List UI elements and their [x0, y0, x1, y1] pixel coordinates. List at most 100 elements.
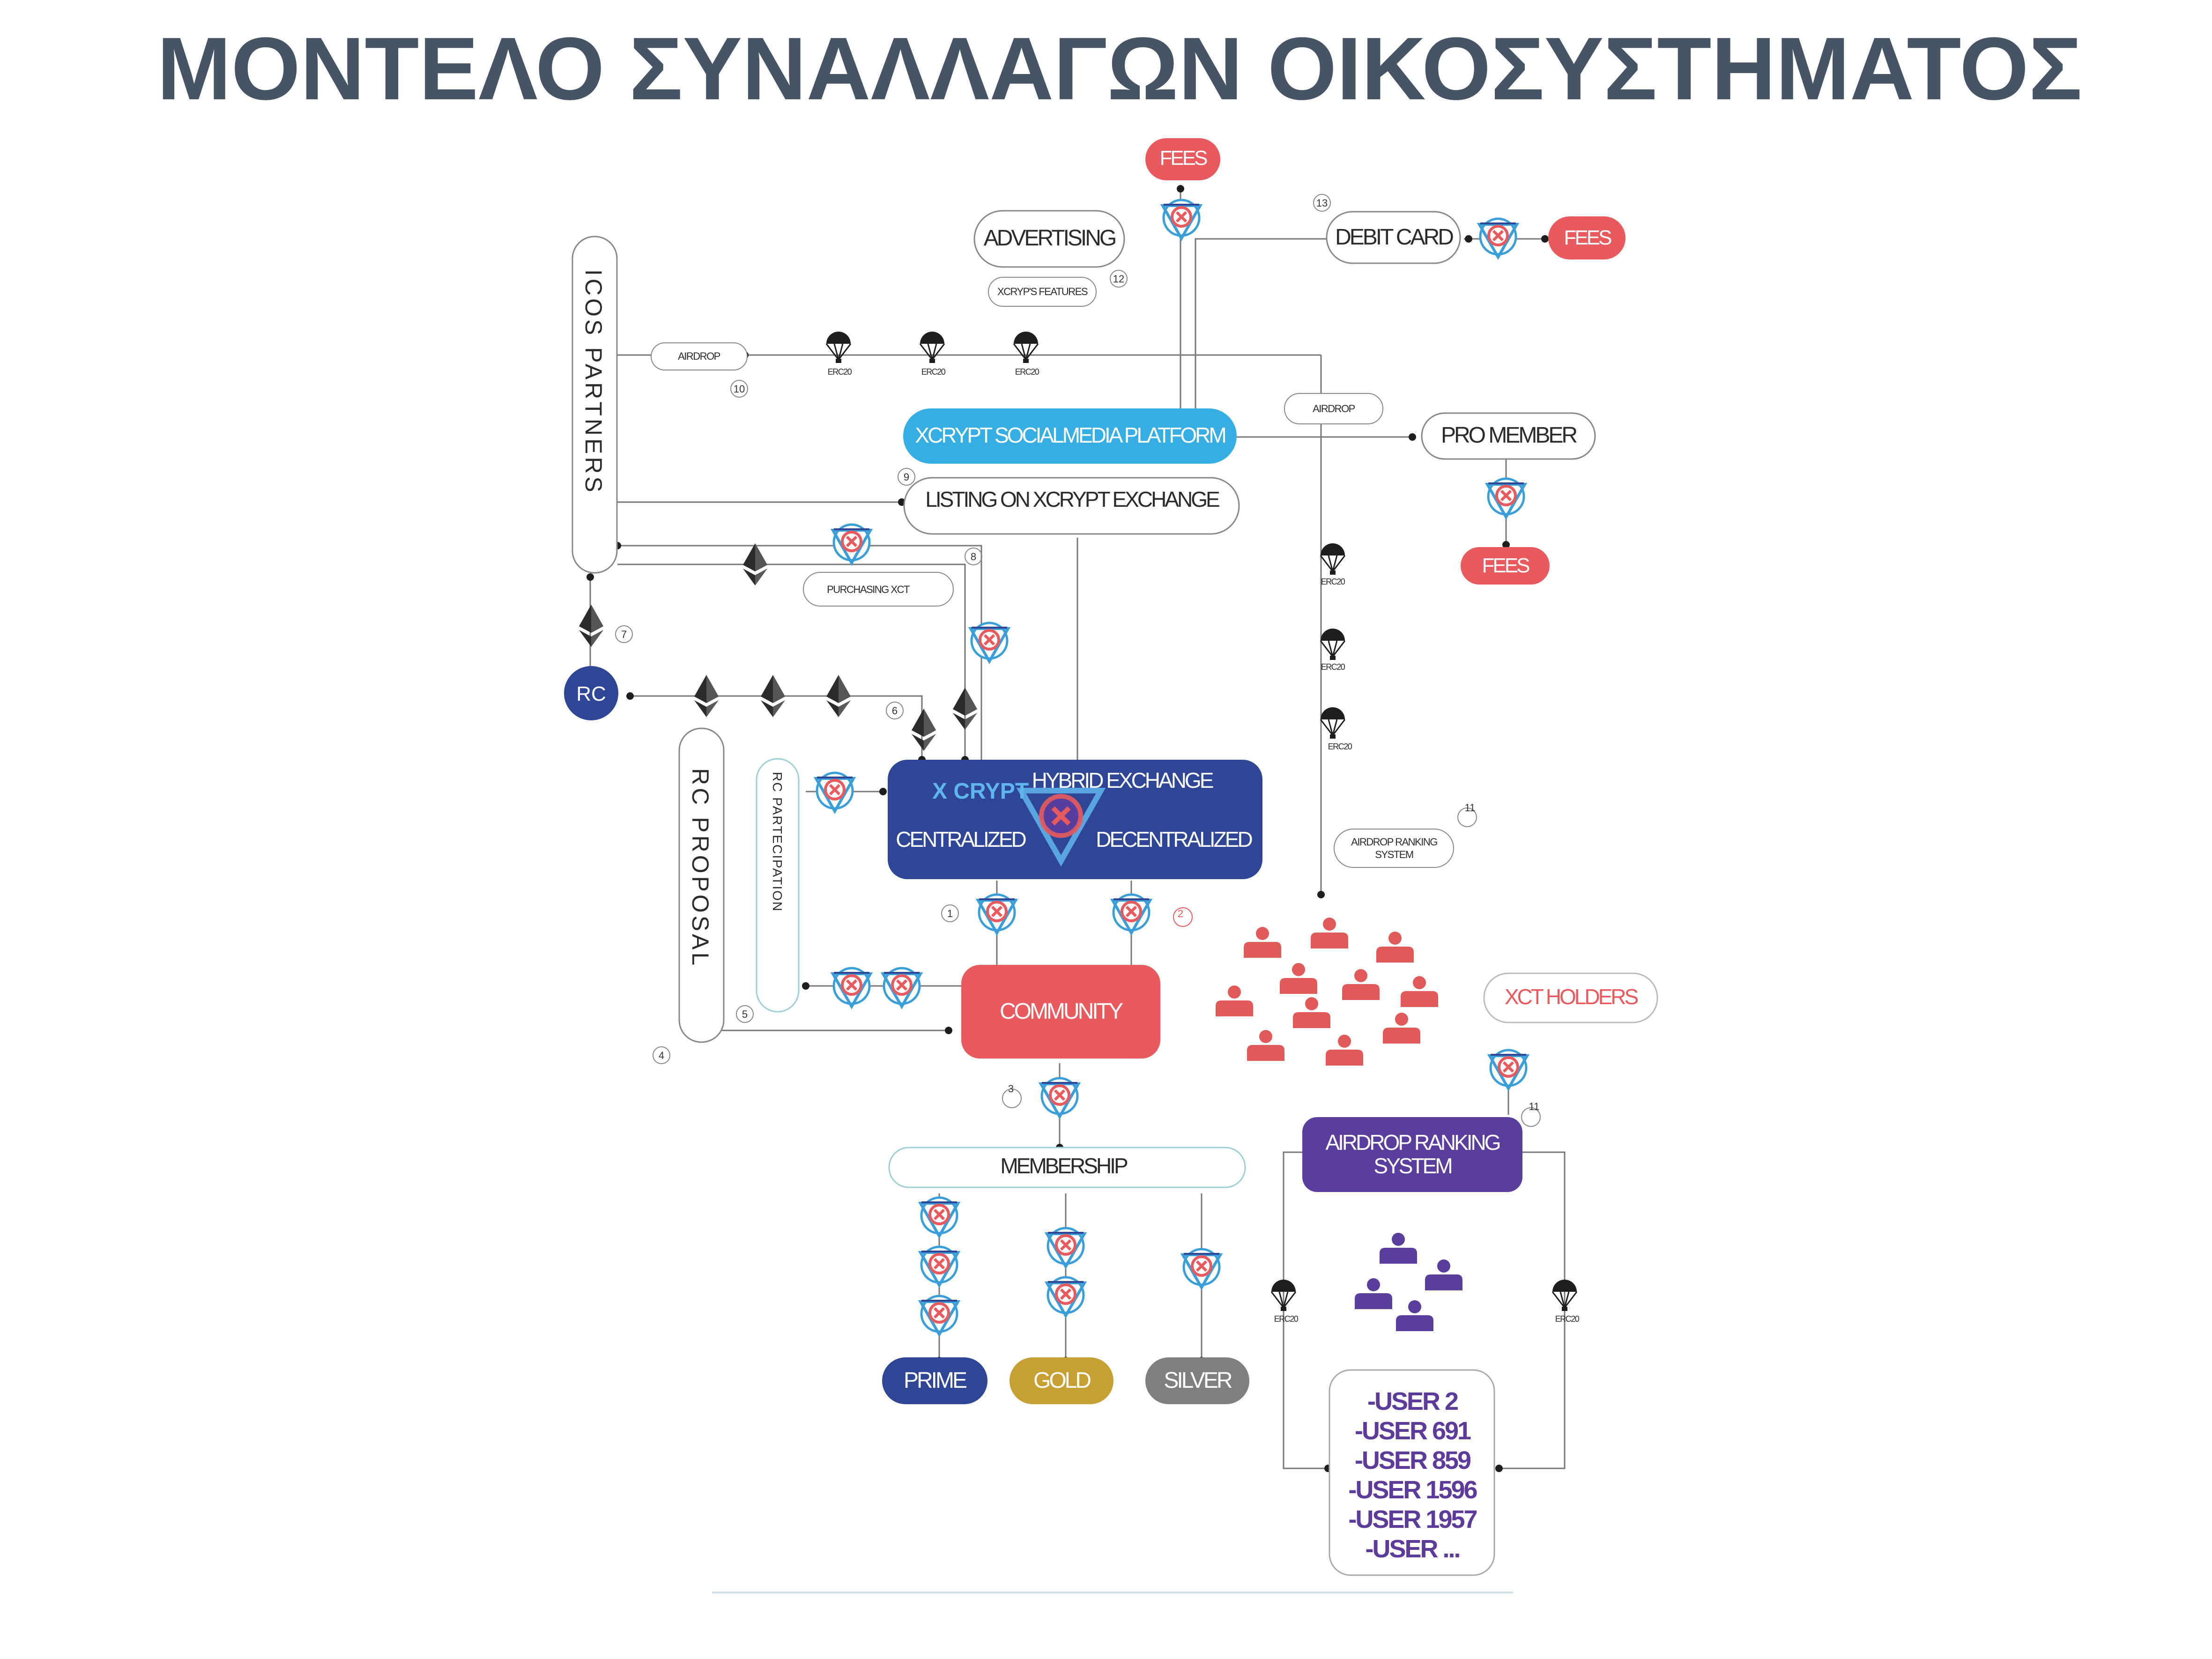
svg-text:LISTING ON XCRYPT EXCHANGE: LISTING ON XCRYPT EXCHANGE — [925, 487, 1219, 511]
airdrop-left-node[interactable]: AIRDROP — [651, 342, 748, 370]
prime-node[interactable]: PRIME — [882, 1357, 987, 1404]
svg-text:PRIME: PRIME — [904, 1368, 966, 1393]
membership-node[interactable]: MEMBERSHIP — [888, 1147, 1246, 1188]
svg-text:AIRDROP RANKING: AIRDROP RANKING — [1325, 1130, 1499, 1155]
svg-text:1: 1 — [947, 908, 953, 919]
airdrop-column-icons: ERC20 ERC20 ERC20 — [1320, 542, 1353, 751]
xcrypt-token-icon — [1183, 1249, 1220, 1288]
svg-text:ERC20: ERC20 — [1555, 1314, 1580, 1324]
gold-node[interactable]: GOLD — [1010, 1357, 1113, 1404]
hybrid-exchange-node[interactable]: X CRYPT HYBRID EXCHANGE CENTRALIZED DECE… — [888, 760, 1262, 879]
svg-text:XCT HOLDERS: XCT HOLDERS — [1505, 985, 1638, 1009]
svg-text:SYSTEM: SYSTEM — [1375, 849, 1413, 860]
airdrop-right-node[interactable]: AIRDROP — [1284, 393, 1383, 424]
ethereum-icon — [743, 543, 767, 585]
rc-node[interactable]: RC — [564, 666, 618, 720]
airdrop-parachute-icon — [1320, 706, 1346, 740]
xcrypt-token-icon — [971, 623, 1008, 661]
svg-text:6: 6 — [892, 705, 898, 717]
rc-partecipation-node[interactable]: RC PARTECIPATION — [756, 758, 800, 1013]
svg-text:RC PARTECIPATION: RC PARTECIPATION — [770, 772, 785, 912]
svg-text:5: 5 — [742, 1008, 748, 1020]
xcrypt-token-icon — [920, 1198, 958, 1236]
svg-text:AIRDROP: AIRDROP — [1313, 403, 1355, 415]
community-people-group — [1216, 918, 1438, 1066]
svg-text:COMMUNITY: COMMUNITY — [1000, 999, 1123, 1024]
person-icon — [1216, 985, 1253, 1016]
svg-text:ERC20: ERC20 — [1328, 742, 1352, 751]
ethereum-icon — [579, 605, 603, 647]
svg-text:SYSTEM: SYSTEM — [1373, 1154, 1451, 1178]
svg-text:9: 9 — [904, 471, 909, 483]
airdrop-parachute-icon — [1013, 331, 1039, 364]
fees-right-node[interactable]: FEES — [1548, 216, 1626, 259]
airdrop-people-group — [1355, 1233, 1462, 1331]
xcrypt-token-icon — [1113, 895, 1150, 933]
svg-text:CENTRALIZED: CENTRALIZED — [896, 827, 1026, 852]
ethereum-icon — [912, 709, 936, 751]
airdrop-parachute-icon — [1320, 628, 1346, 661]
ethereum-icon — [761, 675, 785, 717]
airdrop-parachute-icon — [1320, 542, 1346, 576]
rc-proposal-node[interactable]: RC PROPOSAL — [678, 727, 725, 1043]
svg-text:8: 8 — [971, 551, 976, 563]
user-item: -USER 1596 — [1348, 1476, 1477, 1504]
airdrop-parachute-icon — [919, 331, 945, 364]
airdrop-ranking-small-node[interactable]: AIRDROP RANKING SYSTEM — [1334, 829, 1454, 868]
svg-text:GOLD: GOLD — [1033, 1368, 1091, 1393]
svg-text:7: 7 — [621, 629, 627, 640]
listing-node[interactable]: LISTING ON XCRYPT EXCHANGE — [903, 477, 1240, 535]
svg-text:ERC20: ERC20 — [828, 367, 852, 377]
person-icon — [1396, 1300, 1433, 1331]
svg-text:2: 2 — [1178, 908, 1183, 919]
step-numbers: 1 2 3 4 5 6 7 8 9 10 11 11 12 13 — [615, 194, 1541, 1127]
fees-pro-node[interactable]: FEES — [1461, 547, 1550, 585]
fees-top-node[interactable]: FEES — [1145, 138, 1220, 180]
airdrop-ranking-node[interactable]: AIRDROP RANKING SYSTEM — [1302, 1117, 1522, 1192]
community-node[interactable]: COMMUNITY — [961, 965, 1160, 1059]
xcrypt-token-icon — [1047, 1228, 1084, 1266]
person-icon — [1383, 1013, 1420, 1044]
advertising-node[interactable]: ADVERTISING — [973, 210, 1125, 268]
person-icon — [1247, 1030, 1284, 1061]
svg-text:FEES: FEES — [1564, 226, 1612, 249]
xct-holders-node[interactable]: XCT HOLDERS — [1483, 972, 1658, 1023]
svg-text:ERC20: ERC20 — [1321, 577, 1345, 586]
svg-text:11: 11 — [1529, 1101, 1540, 1112]
xcrypt-token-icon — [978, 895, 1016, 933]
page-title: ΜΟΝΤΕΛΟ ΣΥΝΑΛΛΑΓΩΝ ΟΙΚΟΣΥΣΤΗΜΑΤΟΣ — [157, 19, 2082, 118]
xcrypt-token-icon — [1047, 1277, 1084, 1316]
svg-text:AIRDROP RANKING: AIRDROP RANKING — [1351, 836, 1437, 848]
person-icon — [1280, 963, 1317, 994]
silver-node[interactable]: SILVER — [1145, 1357, 1249, 1404]
svg-text:ERC20: ERC20 — [1274, 1314, 1299, 1324]
user-item: -USER 859 — [1355, 1446, 1471, 1474]
debit-card-node[interactable]: DEBIT CARD — [1326, 211, 1461, 264]
svg-text:XCRYPT SOCIALMEDIA PLATFORM: XCRYPT SOCIALMEDIA PLATFORM — [915, 423, 1225, 447]
svg-text:12: 12 — [1113, 273, 1124, 285]
svg-text:SILVER: SILVER — [1164, 1368, 1232, 1393]
icos-partners-node[interactable]: ICOS PARTNERS — [572, 236, 618, 574]
person-icon — [1425, 1259, 1462, 1290]
svg-text:PURCHASING XCT: PURCHASING XCT — [827, 584, 910, 595]
user-item: -USER 1957 — [1348, 1505, 1477, 1533]
user-item: -USER 2 — [1367, 1387, 1458, 1415]
svg-text:10: 10 — [734, 383, 745, 395]
xcrypt-token-icon — [920, 1296, 958, 1334]
airdrop-ranking-parachutes: ERC20 ERC20 — [1270, 1279, 1580, 1324]
person-icon — [1401, 976, 1438, 1007]
svg-text:DEBIT CARD: DEBIT CARD — [1335, 225, 1453, 250]
social-platform-node[interactable]: XCRYPT SOCIALMEDIA PLATFORM — [903, 408, 1237, 464]
svg-text:XCRYP'S FEATURES: XCRYP'S FEATURES — [997, 286, 1088, 297]
svg-text:DECENTRALIZED: DECENTRALIZED — [1096, 827, 1252, 852]
xcrypt-token-icon — [1041, 1078, 1078, 1117]
xcrypt-features-node[interactable]: XCRYP'S FEATURES — [988, 277, 1097, 307]
xcrypt-token-icon — [833, 525, 870, 563]
person-icon — [1311, 918, 1348, 948]
svg-text:ERC20: ERC20 — [1321, 662, 1345, 672]
users-list: -USER 2 -USER 691 -USER 859 -USER 1596 -… — [1329, 1369, 1495, 1576]
pro-member-node[interactable]: PRO MEMBER — [1421, 412, 1596, 460]
purchasing-xct-node[interactable]: PURCHASING XCT — [803, 572, 954, 607]
person-icon — [1293, 997, 1330, 1028]
svg-text:13: 13 — [1316, 197, 1328, 209]
